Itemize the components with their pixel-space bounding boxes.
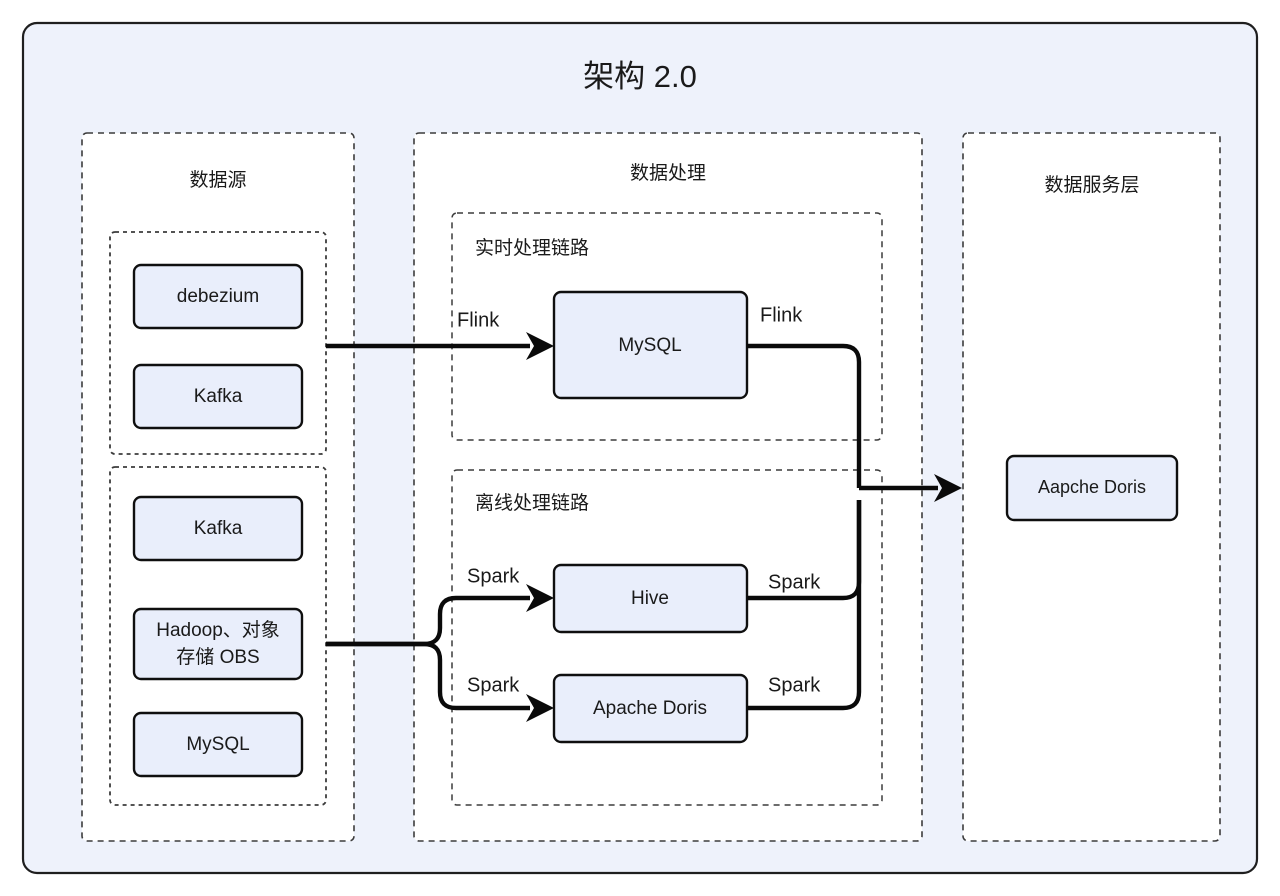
edge-label-spark-hive-out: Spark [768, 571, 821, 593]
edge-mysql-to-service: Flink [747, 304, 862, 488]
arrow-head-icon [526, 332, 554, 360]
node-label-mysql-processing: MySQL [618, 335, 681, 356]
node-kafka-offline[interactable] [132, 495, 304, 562]
node-label-kafka-realtime: Kafka [194, 386, 243, 407]
node-mysql-source[interactable] [132, 711, 304, 778]
column-data-processing [413, 132, 923, 842]
edge-label-spark-doris-in: Spark [467, 674, 520, 696]
edge-label-spark-hive-in: Spark [467, 565, 520, 587]
column-title-data-service: 数据服务层 [1044, 174, 1139, 196]
edge-junction-to-service [859, 474, 962, 502]
node-label-hadoop-obs-line1: Hadoop、对象 [156, 619, 280, 641]
node-label-kafka-offline: Kafka [194, 518, 243, 539]
node-aapche-doris[interactable] [1005, 454, 1179, 522]
diagram-title: 架构 2.0 [583, 59, 697, 94]
edge-label-flink-out: Flink [760, 304, 803, 326]
arrow-head-icon [526, 694, 554, 722]
edge-label-flink-in: Flink [457, 309, 500, 331]
node-label-aapche-doris: Aapche Doris [1038, 477, 1146, 497]
edge-source-to-mysql: Flink [326, 309, 554, 360]
node-label-mysql-source: MySQL [186, 734, 249, 755]
group-title-realtime-pipeline: 实时处理链路 [475, 237, 589, 259]
group-title-offline-pipeline: 离线处理链路 [475, 492, 589, 514]
arrow-head-icon [934, 474, 962, 502]
group-source-offline [109, 466, 327, 806]
arrow-head-icon [526, 584, 554, 612]
edge-label-spark-doris-out: Spark [768, 674, 821, 696]
group-offline-pipeline [451, 469, 883, 806]
edge-doris-to-service: Spark [747, 500, 862, 711]
group-realtime-pipeline [451, 212, 883, 441]
column-title-data-processing: 数据处理 [630, 162, 706, 184]
node-kafka-realtime[interactable] [132, 363, 304, 430]
column-title-data-source: 数据源 [189, 169, 246, 191]
edge-source-to-doris: Spark [326, 641, 554, 722]
node-label-hive: Hive [631, 588, 669, 609]
node-label-hadoop-obs-line2: 存储 OBS [176, 646, 259, 668]
group-source-realtime [109, 231, 327, 455]
node-label-apache-doris-processing: Apache Doris [593, 698, 707, 719]
node-label-debezium: debezium [177, 286, 259, 307]
node-debezium[interactable] [132, 263, 304, 330]
node-hadoop-obs[interactable] [132, 607, 304, 681]
